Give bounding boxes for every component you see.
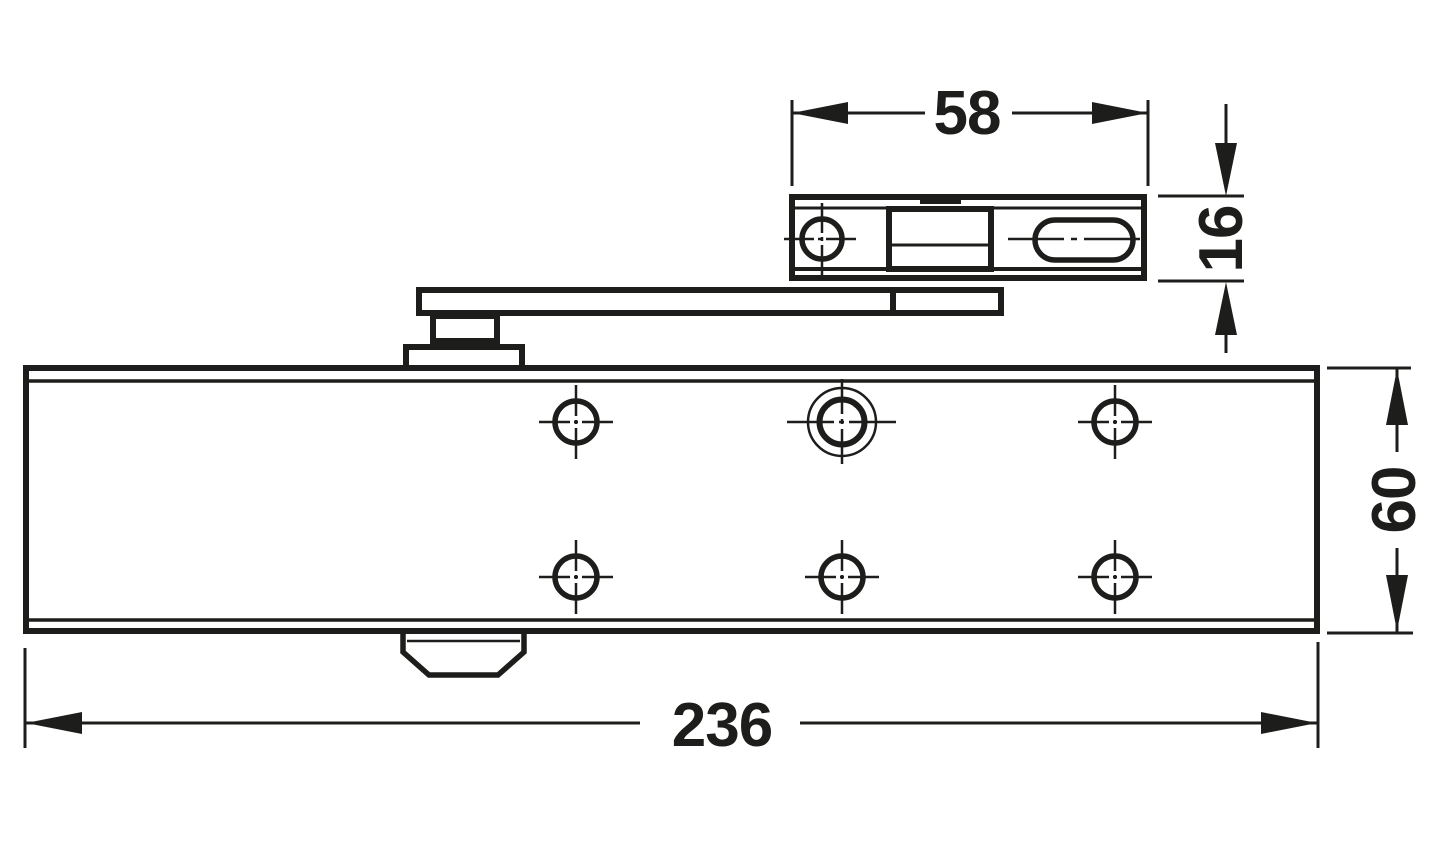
spindle-block-lower <box>403 344 525 371</box>
closer-arm <box>403 287 1004 371</box>
channel-slider-block <box>886 206 994 272</box>
dimension-channel-height <box>1158 104 1244 353</box>
arrowhead-left <box>26 712 82 734</box>
dimension-label-channel-length: 58 <box>933 79 1002 148</box>
mounting-holes <box>539 379 1152 614</box>
channel-mounting-slot <box>1008 217 1147 263</box>
arrowhead-right <box>1092 102 1148 124</box>
arrowhead-down <box>1215 143 1237 196</box>
dimension-label-body-length: 236 <box>671 691 773 760</box>
closer-body <box>23 365 1320 634</box>
arrowhead-left <box>792 102 848 124</box>
mounting-hole <box>1078 385 1152 459</box>
mounting-hole <box>805 540 879 614</box>
channel-stop-tab <box>920 194 961 204</box>
dimension-label-body-height: 60 <box>1360 466 1429 534</box>
mounting-hole <box>539 540 613 614</box>
mounting-hole <box>539 385 613 459</box>
dimension-label-channel-height: 16 <box>1187 205 1256 273</box>
mounting-hole <box>1078 540 1152 614</box>
dimension-body-height <box>1327 366 1413 635</box>
arrowhead-down <box>1386 575 1408 631</box>
dimension-channel-length <box>790 100 1150 186</box>
dimension-body-length <box>23 642 1320 748</box>
channel-pivot-hole <box>784 203 858 277</box>
arrowhead-up <box>1386 369 1408 425</box>
valve-cap <box>400 634 527 678</box>
spindle-block-upper <box>430 313 500 344</box>
slide-channel <box>784 194 1147 281</box>
arrowhead-right <box>1261 712 1317 734</box>
spindle-hole <box>787 379 897 465</box>
arrowhead-up <box>1215 282 1237 335</box>
